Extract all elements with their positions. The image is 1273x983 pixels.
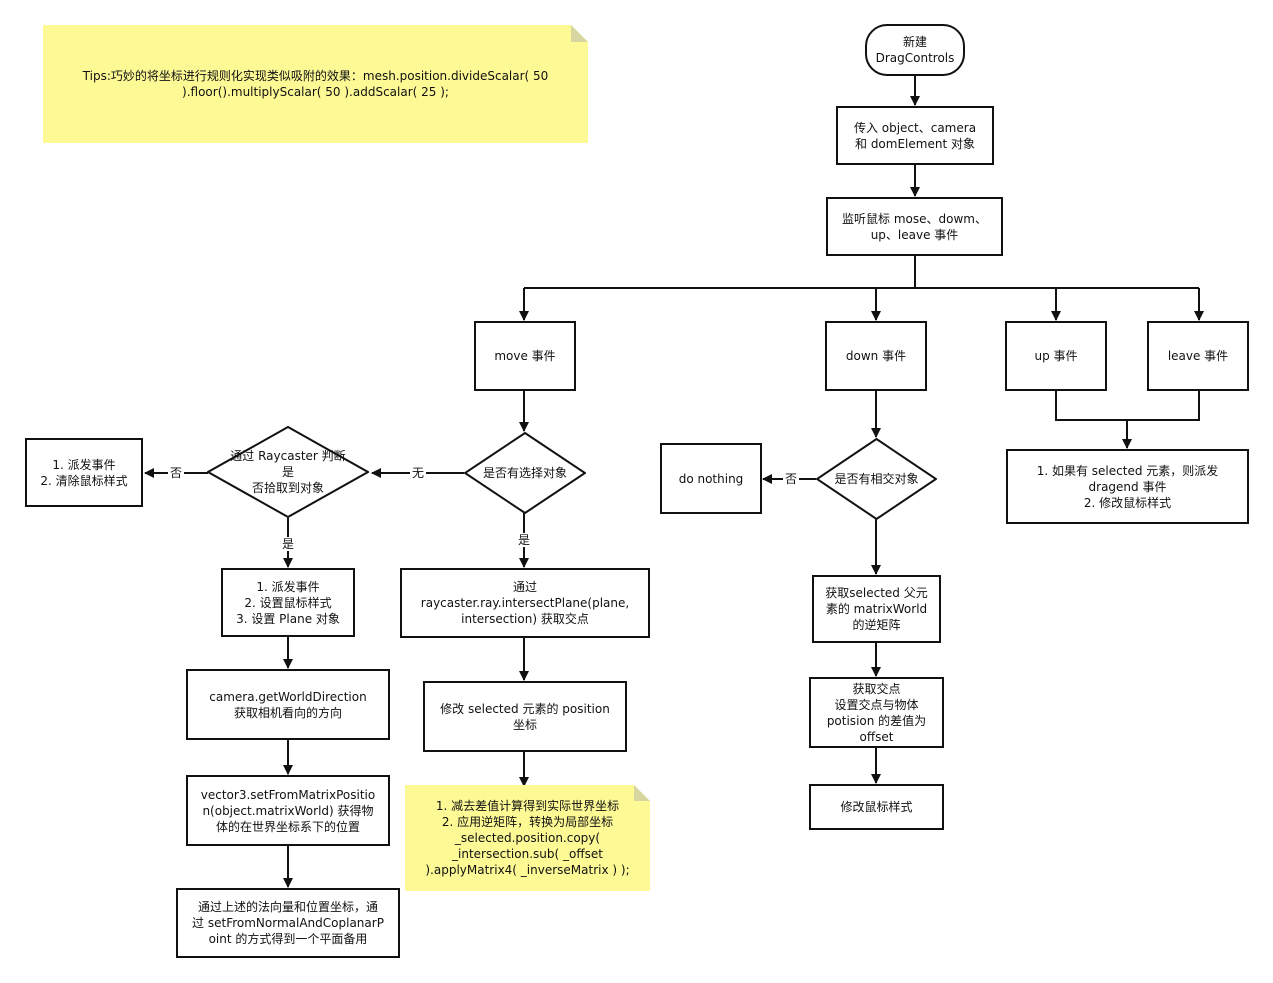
move-decision-label: 是否有选择对象: [482, 466, 567, 480]
edge-label-move-none: 无: [409, 466, 427, 480]
do-nothing-node: do nothing: [660, 443, 762, 514]
offset-note: 1. 减去差值计算得到实际世界坐标 2. 应用逆矩阵，转换为局部坐标 _sele…: [405, 785, 650, 891]
edge-label-raycaster-no: 否: [167, 466, 185, 480]
intersect-plane-node: 通过 raycaster.ray.intersectPlane(plane, i…: [400, 568, 650, 638]
modify-position-node: 修改 selected 元素的 position 坐标: [423, 681, 627, 752]
leave-event-node: leave 事件: [1147, 321, 1249, 391]
up-event-node: up 事件: [1005, 321, 1107, 391]
start-node: 新建 DragControls: [865, 24, 965, 76]
edge-label-move-yes: 是: [515, 533, 533, 547]
dispatch-set-plane-node: 1. 派发事件 2. 设置鼠标样式 3. 设置 Plane 对象: [221, 568, 355, 637]
edge-label-down-no: 否: [782, 472, 800, 486]
edge-label-raycaster-yes: 是: [279, 537, 297, 551]
get-offset-node: 获取交点 设置交点与物体 potision 的差值为 offset: [809, 677, 944, 748]
tips-note-text: Tips:巧妙的将坐标进行规则化实现类似吸附的效果：mesh.position.…: [82, 69, 549, 99]
up-leave-action-node: 1. 如果有 selected 元素，则派发 dragend 事件 2. 修改鼠…: [1006, 449, 1249, 524]
edge-up-merge: [1055, 391, 1200, 421]
raycaster-decision: 通过 Raycaster 判断是 否拾取到对象: [207, 426, 369, 518]
down-decision: 是否有相交对象: [816, 438, 937, 520]
move-decision: 是否有选择对象: [464, 432, 586, 514]
offset-note-text: 1. 减去差值计算得到实际世界坐标 2. 应用逆矩阵，转换为局部坐标 _sele…: [425, 799, 630, 877]
down-event-node: down 事件: [825, 321, 927, 391]
move-event-node: move 事件: [474, 321, 576, 391]
pass-objects-node: 传入 object、camera 和 domElement 对象: [836, 106, 994, 165]
vector-position-node: vector3.setFromMatrixPositio n(object.ma…: [186, 775, 390, 846]
listen-mouse-node: 监听鼠标 mose、dowm、 up、leave 事件: [826, 197, 1003, 256]
tips-note: Tips:巧妙的将坐标进行规则化实现类似吸附的效果：mesh.position.…: [43, 25, 588, 143]
raycaster-decision-label: 通过 Raycaster 判断是 否拾取到对象: [230, 449, 346, 495]
down-decision-label: 是否有相交对象: [834, 472, 919, 486]
get-inverse-node: 获取selected 父元 素的 matrixWorld 的逆矩阵: [812, 575, 941, 643]
camera-direction-node: camera.getWorldDirection 获取相机看向的方向: [186, 669, 390, 740]
plane-create-node: 通过上述的法向量和位置坐标，通 过 setFromNormalAndCoplan…: [176, 888, 400, 958]
modify-cursor-node: 修改鼠标样式: [809, 784, 944, 830]
dispatch-clear-node: 1. 派发事件 2. 清除鼠标样式: [25, 438, 143, 507]
